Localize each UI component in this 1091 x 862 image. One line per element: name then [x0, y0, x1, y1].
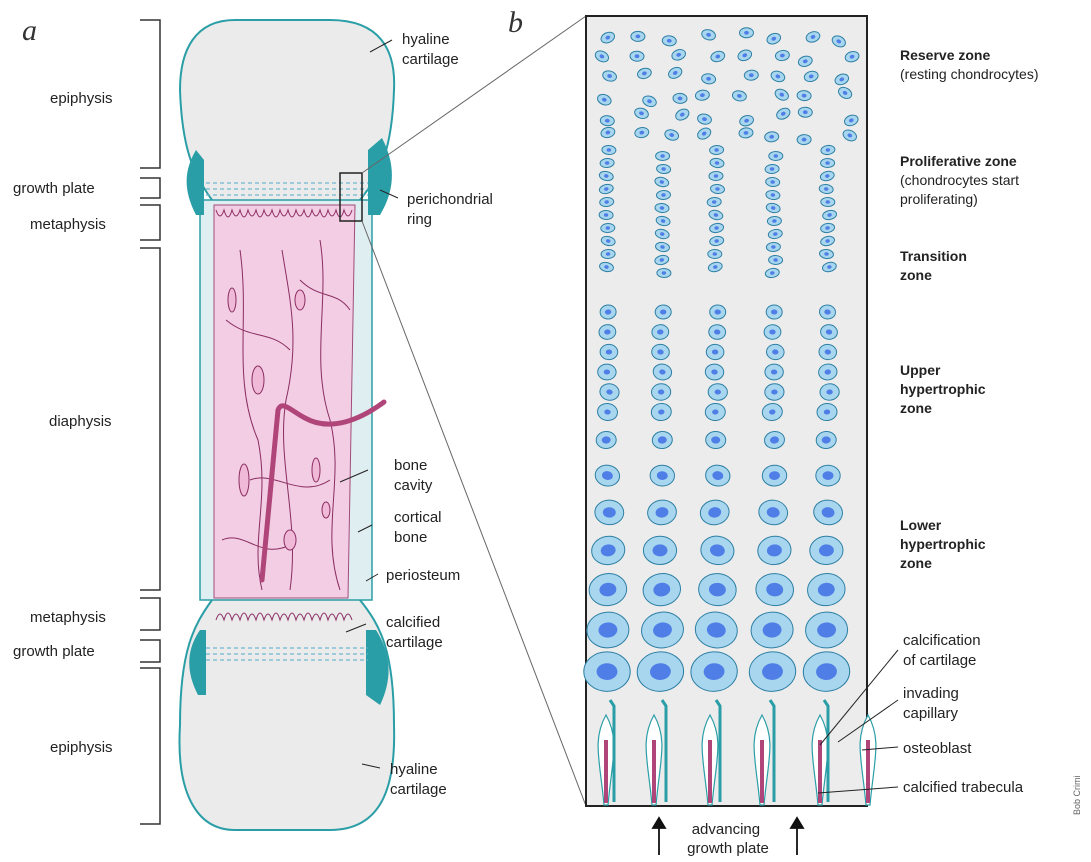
- chondrocyte: [657, 268, 671, 277]
- chondrocyte: [601, 223, 616, 233]
- chondrocyte: [599, 210, 613, 220]
- chondrocyte: [820, 383, 840, 400]
- chondrocyte: [656, 190, 670, 200]
- chondrocyte: [673, 93, 688, 104]
- chondrocyte: [769, 151, 783, 160]
- chondrocyte: [821, 158, 835, 167]
- chondrocyte: [708, 383, 728, 400]
- chondrocyte: [655, 305, 671, 319]
- label-hyaline-bottom: hyaline cartilage: [390, 761, 447, 798]
- label-growth-plate-top: growth plate: [13, 180, 95, 197]
- region-brackets: [140, 20, 160, 824]
- chondrocyte: [797, 134, 811, 145]
- callout-invading-capillary: invading capillary: [903, 685, 963, 722]
- chondrocyte: [600, 344, 618, 359]
- chondrocyte: [707, 197, 722, 207]
- panel-a-letter: a: [22, 14, 37, 47]
- chondrocyte: [601, 249, 615, 259]
- perichondrial-ring-left-top: [187, 150, 204, 215]
- chondrocyte: [762, 465, 787, 487]
- chondrocyte: [765, 164, 779, 174]
- panel-b-letter: b: [508, 6, 523, 39]
- chondrocyte: [798, 107, 812, 118]
- chondrocyte: [768, 255, 782, 265]
- chondrocyte: [596, 431, 617, 449]
- label-cortical-bone: cortical bone: [394, 509, 446, 546]
- chondrocyte: [584, 652, 631, 692]
- label-calcified-cartilage: calcified cartilage: [386, 614, 444, 651]
- zone-proliferative: Proliferative zone (chondrocytes start p…: [900, 153, 1023, 207]
- zone-reserve: Reserve zone (resting chondrocytes): [900, 47, 1039, 82]
- label-bone-cavity: bone cavity: [394, 457, 433, 494]
- label-perichondrial-ring: perichondrial ring: [407, 191, 497, 228]
- chondrocyte: [767, 216, 781, 226]
- label-periosteum: periosteum: [386, 567, 460, 584]
- chondrocyte: [709, 305, 726, 320]
- chondrocyte: [766, 242, 780, 252]
- chondrocyte: [597, 364, 616, 381]
- chondrocyte: [739, 28, 753, 38]
- chondrocyte: [708, 249, 722, 258]
- callout-osteoblast: osteoblast: [903, 740, 972, 757]
- chondrocyte: [594, 500, 624, 526]
- artist-credit: Bob Crimi: [1072, 775, 1082, 815]
- chondrocyte: [709, 171, 723, 180]
- chondrocyte: [766, 305, 782, 319]
- label-diaphysis: diaphysis: [49, 413, 112, 430]
- chondrocyte: [631, 31, 645, 41]
- caption-advancing-growth-plate: advancing growth plate: [687, 821, 769, 857]
- label-growth-plate-bottom: growth plate: [13, 643, 95, 660]
- chondrocyte: [656, 152, 670, 161]
- zone-upper-hypertrophic: Upper hypertrophic zone: [900, 362, 989, 416]
- chondrocyte: [706, 344, 724, 360]
- chondrocyte: [764, 383, 784, 400]
- callout-calcification: calcification of cartilage: [903, 632, 985, 669]
- zone-lower-hypertrophic: Lower hypertrophic zone: [900, 517, 989, 571]
- chondrocyte: [630, 51, 645, 62]
- label-epiphysis-top: epiphysis: [50, 90, 113, 107]
- chondrocyte: [643, 536, 676, 564]
- zone-transition: Transition zone: [900, 248, 971, 283]
- chondrocyte: [764, 324, 781, 339]
- callout-calcified-trabecula: calcified trabecula: [903, 779, 1024, 796]
- label-hyaline-top: hyaline cartilage: [402, 31, 459, 68]
- label-epiphysis-bottom: epiphysis: [50, 739, 113, 756]
- chondrocyte: [744, 70, 759, 81]
- chondrocyte: [709, 145, 723, 155]
- chondrocyte: [765, 364, 784, 380]
- chondrocyte: [816, 465, 841, 486]
- chondrocyte: [651, 383, 671, 400]
- perichondrial-ring-right-top: [368, 138, 392, 215]
- zoom-line-top: [362, 16, 586, 173]
- label-metaphysis-bottom: metaphysis: [30, 609, 106, 626]
- chondrocyte: [821, 197, 835, 206]
- label-metaphysis-top: metaphysis: [30, 216, 106, 233]
